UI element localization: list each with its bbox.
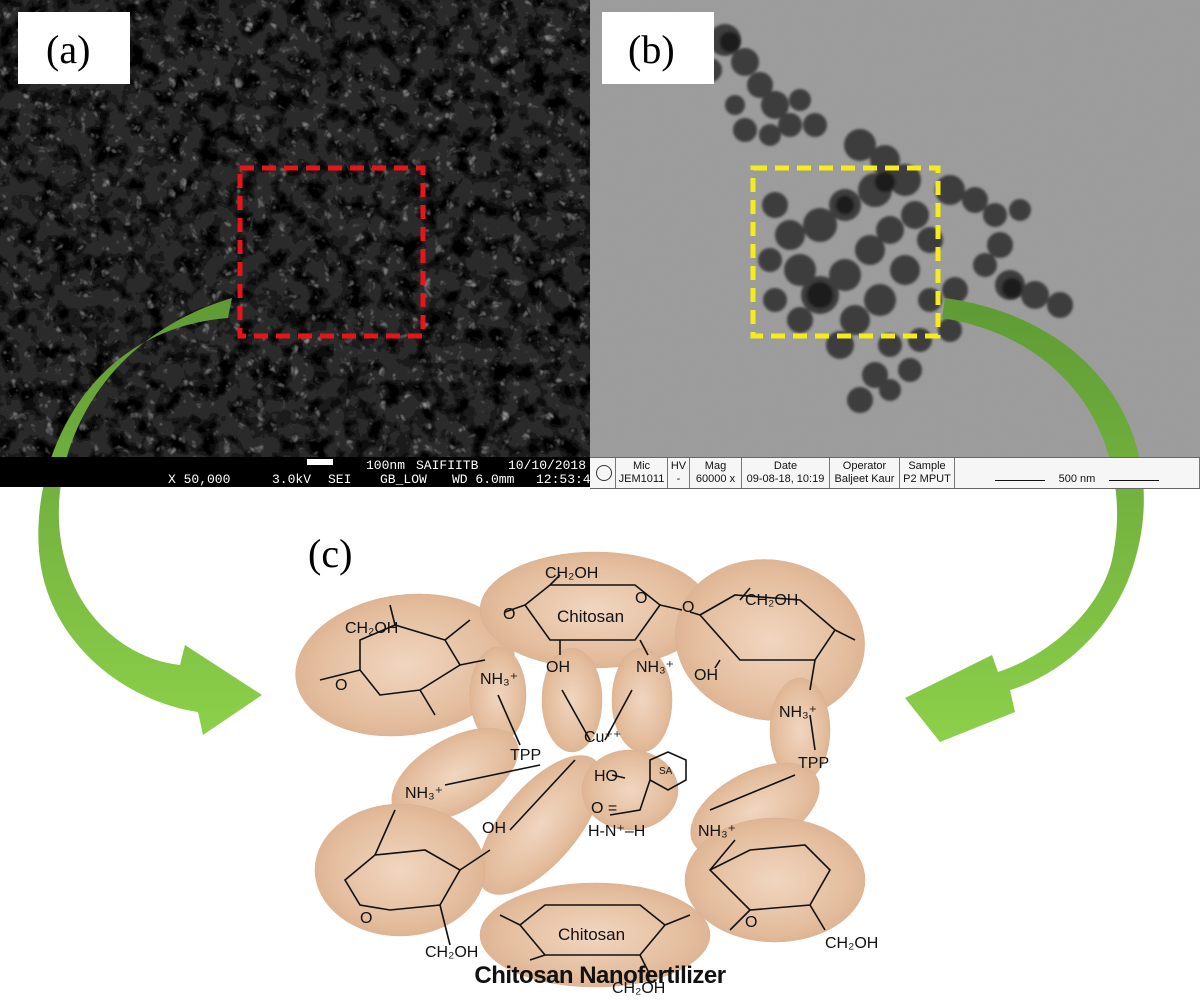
sem-magnification: X 50,000 xyxy=(168,472,231,487)
arrow-left xyxy=(38,298,262,735)
tem-col-hv: HV - xyxy=(667,458,689,488)
tem-col-sample: Sample P2 MPUT xyxy=(899,458,954,488)
label-o-bottom-left: O xyxy=(360,910,372,927)
sem-voltage: 3.0kV xyxy=(272,472,312,487)
label-nh3-5: NH₃⁺ xyxy=(698,823,736,840)
tem-info-table: Mic JEM1011 HV - Mag 60000 x Date 09-08-… xyxy=(590,457,1200,489)
sem-info-bar: 100nm SAIFIITB 10/10/2018 X 50,000 3.0kV… xyxy=(0,457,591,487)
tem-header-operator: Operator xyxy=(842,460,887,472)
tem-value-sample: P2 MPUT xyxy=(903,473,951,485)
chemical-structure: CH₂OH Chitosan O O O CH₂OH O CH₂OH OH NH… xyxy=(295,551,878,997)
label-sa: SA xyxy=(659,766,673,777)
structure-bonds xyxy=(319,574,856,976)
sem-facility: SAIFIITB xyxy=(416,458,479,473)
tem-value-operator: Baljeet Kaur xyxy=(834,473,895,485)
panel-label-b: (b) xyxy=(628,27,675,72)
label-ho: HO xyxy=(594,768,618,785)
label-o-left: O xyxy=(335,677,347,694)
label-nh3-2: NH₃⁺ xyxy=(480,671,518,688)
figure-title: Chitosan Nanofertilizer xyxy=(474,962,726,989)
tem-value-mic: JEM1011 xyxy=(618,473,665,485)
structure-ellipses xyxy=(295,551,866,988)
label-nh3-4: NH₃⁺ xyxy=(405,785,443,802)
dense-particles xyxy=(720,32,1022,308)
sem-detector: SEI xyxy=(328,472,352,487)
label-oh-3: OH xyxy=(482,820,506,837)
tem-col-mag: Mag 60000 x xyxy=(689,458,741,488)
tem-value-date: 09-08-18, 10:19 xyxy=(746,473,825,485)
label-o-eq: O = xyxy=(591,800,617,817)
highlight-box-a xyxy=(237,165,426,339)
label-ch2oh-bottom: CH₂OH xyxy=(612,980,665,997)
label-ch2oh-right: CH₂OH xyxy=(745,592,798,609)
label-ch2oh-bottom-right: CH₂OH xyxy=(825,935,878,952)
sem-wd: WD 6.0mm xyxy=(452,472,515,487)
panel-label-c: (c) xyxy=(308,531,353,576)
sem-scale-marker xyxy=(307,459,333,465)
panel-label-box-b xyxy=(602,12,714,84)
sem-mode: GB_LOW xyxy=(380,472,427,487)
label-chitosan-bottom: Chitosan xyxy=(558,925,625,944)
tem-col-mic: Mic JEM1011 xyxy=(615,458,667,488)
tem-header-sample: Sample xyxy=(908,460,946,472)
tem-col-scale: 500 nm xyxy=(954,458,1200,488)
panel-label-a: (a) xyxy=(46,27,91,72)
label-tpp-left: TPP xyxy=(510,747,541,764)
label-ch2oh-bottom-left: CH₂OH xyxy=(425,944,478,961)
label-ch2oh-left: CH₂OH xyxy=(345,620,398,637)
highlight-box-b xyxy=(750,165,941,339)
label-o-top-left: O xyxy=(503,606,515,623)
label-oh-2: OH xyxy=(694,667,718,684)
structure-labels: CH₂OH Chitosan O O O CH₂OH O CH₂OH OH NH… xyxy=(335,565,878,997)
tem-header-mag: Mag xyxy=(704,460,727,472)
label-tpp-right: TPP xyxy=(798,755,829,772)
sem-time: 12:53:4 xyxy=(536,472,591,487)
sem-date: 10/10/2018 xyxy=(508,458,587,473)
label-hnh: H-N⁺–H xyxy=(588,823,645,840)
tem-col-operator: Operator Baljeet Kaur xyxy=(829,458,899,488)
tem-scale-label: 500 nm xyxy=(1045,474,1109,485)
tem-col-date: Date 09-08-18, 10:19 xyxy=(741,458,829,488)
label-chitosan-top: Chitosan xyxy=(557,607,624,626)
tem-header-mic: Mic xyxy=(632,460,651,472)
arrow-right xyxy=(905,298,1144,742)
panel-label-box-a xyxy=(18,12,130,84)
label-nh3-1: NH₃⁺ xyxy=(636,659,674,676)
label-oh-1: OH xyxy=(546,659,570,676)
tem-logo-icon xyxy=(596,465,612,481)
label-cu: Cu⁺⁺ xyxy=(584,729,621,746)
label-o-bottom-right: O xyxy=(745,914,757,931)
tem-header-hv: HV xyxy=(670,460,687,472)
label-nh3-3: NH₃⁺ xyxy=(779,704,817,721)
tem-value-hv: - xyxy=(676,473,681,485)
label-ch2oh-top: CH₂OH xyxy=(545,565,598,582)
label-o-top: O xyxy=(635,590,647,607)
tem-header-date: Date xyxy=(773,460,798,472)
sem-scale: 100nm xyxy=(366,458,406,473)
label-o-top-right: O xyxy=(682,599,694,616)
tem-value-mag: 60000 x xyxy=(695,473,736,485)
